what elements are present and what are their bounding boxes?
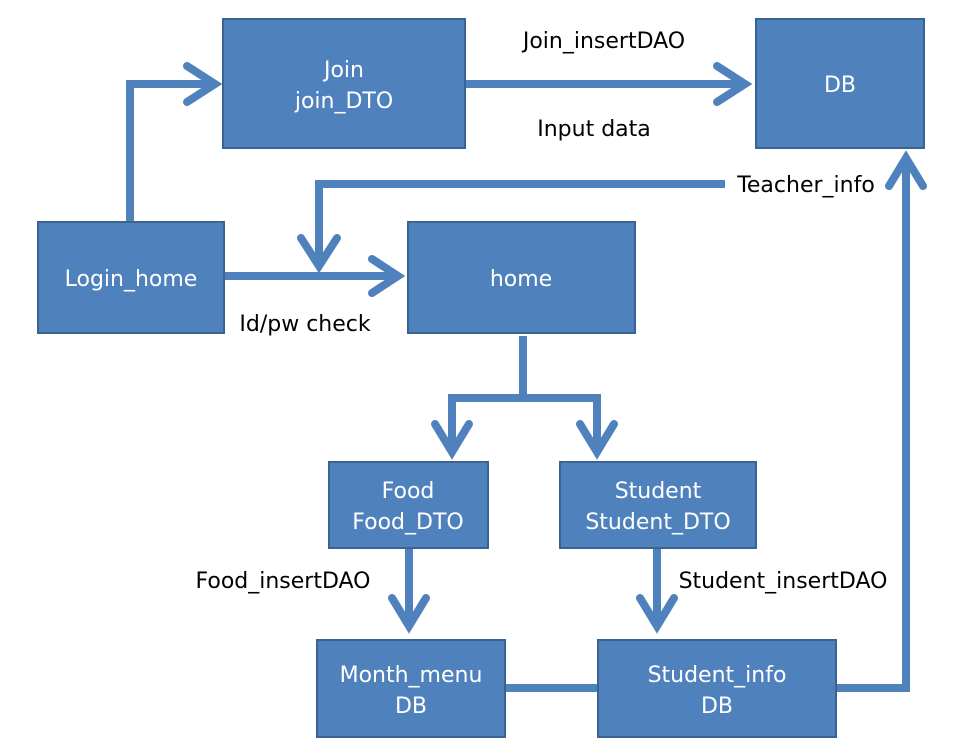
arrow-login-to-join [126, 80, 215, 222]
node-student-info: Student_info DB [597, 639, 837, 738]
arrowhead-food-to-monthmenu [388, 594, 430, 634]
arrow-home-to-student [523, 394, 601, 452]
edge-labels: Join_insertDAO Input data Teacher_info I… [195, 29, 887, 594]
node-login-home-line-1: Login_home [65, 267, 198, 292]
node-join-line-2: join_DTO [294, 89, 393, 114]
node-month-menu-line-1: Month_menu [340, 663, 483, 688]
label-student-insert: Student_insertDAO [679, 569, 888, 594]
arrow-teacher-info [315, 180, 725, 266]
label-idpw-check: Id/pw check [239, 312, 370, 337]
arrowhead-teacher-info [297, 234, 341, 274]
node-join-line-1: Join [322, 58, 364, 83]
node-home: home [407, 221, 636, 334]
node-db: DB [755, 18, 925, 149]
node-join: Join join_DTO [222, 18, 466, 149]
node-food: Food Food_DTO [328, 461, 489, 549]
node-student-line-2: Student_DTO [585, 510, 730, 535]
arrowhead-login-to-join [183, 62, 223, 106]
connectors [126, 62, 927, 692]
node-student-info-line-1: Student_info [648, 663, 787, 688]
node-month-menu-line-2: DB [395, 694, 427, 719]
node-login-home: Login_home [37, 221, 225, 334]
arrow-home-to-food [448, 394, 523, 452]
node-student: Student Student_DTO [559, 461, 757, 549]
arrowhead-join-to-db [713, 62, 753, 106]
label-teacher-info: Teacher_info [736, 173, 875, 198]
label-join-insert: Join_insertDAO [521, 29, 685, 54]
node-food-line-2: Food_DTO [352, 510, 463, 535]
label-food-insert: Food_insertDAO [195, 569, 370, 594]
node-month-menu: Month_menu DB [316, 639, 506, 738]
arrowhead-home-to-student [576, 420, 618, 460]
label-input-data: Input data [537, 117, 651, 142]
arrow-studentinfo-to-db [836, 158, 910, 692]
node-student-info-line-2: DB [701, 694, 733, 719]
node-food-line-1: Food [382, 479, 435, 504]
arrowhead-home-to-food [431, 420, 473, 460]
arrowhead-student-to-studentinfo [636, 594, 678, 634]
arrowhead-login-to-home [368, 255, 406, 297]
arrowhead-studentinfo-to-db [885, 150, 927, 190]
node-home-line-1: home [490, 267, 552, 292]
node-student-line-1: Student [615, 479, 702, 504]
node-db-line-1: DB [824, 73, 856, 98]
